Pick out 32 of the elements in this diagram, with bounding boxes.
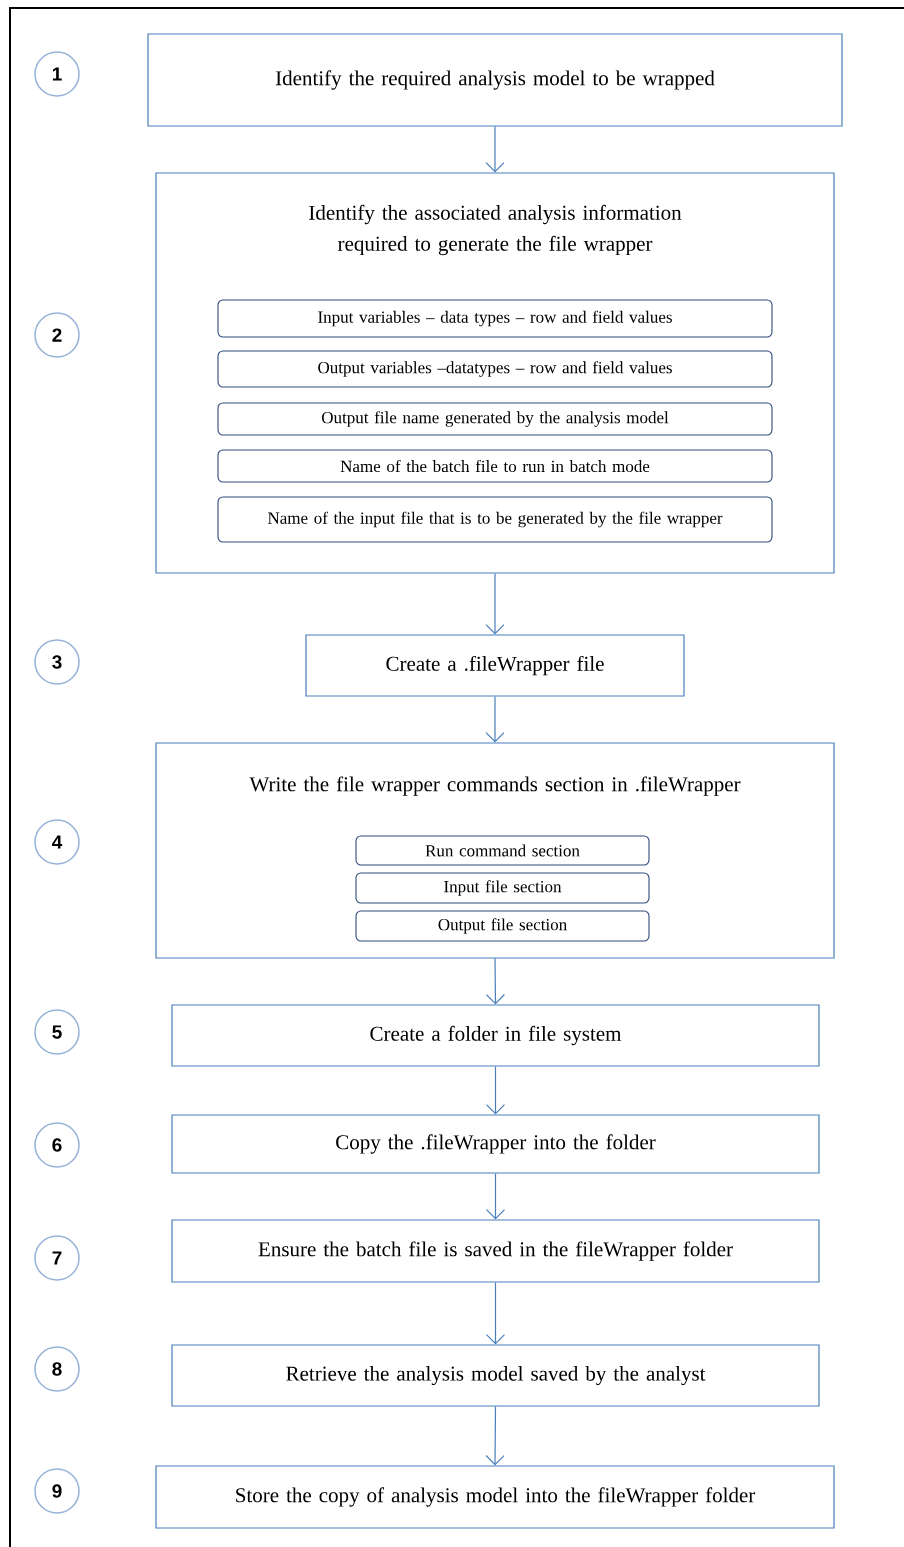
process-box: Create a folder in file system [171, 1004, 820, 1067]
item-box: Input file section [355, 872, 650, 904]
step-number: 5 [34, 1009, 80, 1055]
item-box: Input variables – data types – row and field values [217, 299, 773, 338]
step-number: 7 [34, 1235, 80, 1281]
arrow [485, 1066, 506, 1115]
item-box: Output file section [355, 910, 650, 942]
arrow [485, 958, 505, 1005]
step-number: 1 [34, 51, 80, 97]
process-box: Retrieve the analysis model saved by the analyst [171, 1344, 820, 1407]
arrow [485, 696, 505, 743]
process-box: Copy the .fileWrapper into the folder [171, 1114, 820, 1174]
item-box: Run command section [355, 835, 650, 866]
arrow [485, 1173, 506, 1220]
arrow [485, 1282, 506, 1345]
item-box: Name of the input file that is to be generated by the file wrapper [217, 496, 773, 543]
step-number: 8 [34, 1346, 80, 1392]
process-box: Identify the required analysis model to be wrapped [147, 33, 843, 127]
step-number: 2 [34, 312, 80, 358]
step-number: 4 [34, 819, 80, 865]
arrow [485, 126, 505, 173]
item-box: Output file name generated by the analysis model [217, 402, 773, 436]
process-box: Ensure the batch file is saved in the fileWrapper folder [171, 1219, 820, 1283]
item-box: Name of the batch file to run in batch mode [217, 449, 773, 483]
step-number: 9 [34, 1468, 80, 1514]
step-number: 6 [34, 1122, 80, 1168]
process-box: Store the copy of analysis model into the fileWrapper folder [155, 1465, 835, 1529]
arrow [485, 573, 505, 635]
arrow [485, 1406, 505, 1466]
process-box: Create a .fileWrapper file [305, 634, 685, 697]
step-number: 3 [34, 639, 80, 685]
item-box: Output variables –datatypes – row and field values [217, 350, 773, 388]
